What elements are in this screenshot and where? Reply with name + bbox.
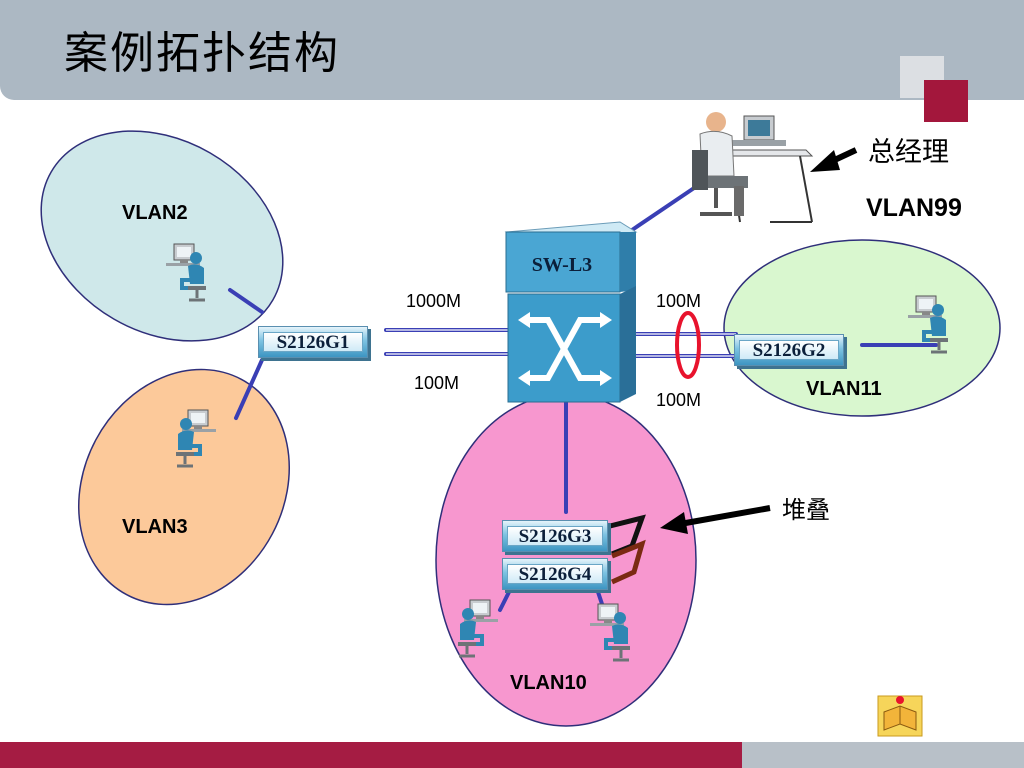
switch-s2126g1: S2126G1 bbox=[258, 326, 368, 358]
page-title: 案例拓扑结构 bbox=[64, 28, 340, 79]
switch-label: S2126G2 bbox=[752, 340, 826, 361]
link-speed-g2-bottom: 100M bbox=[656, 390, 702, 410]
switch-face bbox=[507, 564, 603, 584]
link-speed-g2-top: 100M bbox=[656, 291, 702, 311]
switch-label: S2126G1 bbox=[276, 332, 350, 353]
title-bar bbox=[0, 0, 1024, 100]
switch-s2126g3: S2126G3 bbox=[502, 520, 608, 552]
stack-arrow bbox=[660, 505, 771, 534]
vlan3-label: VLAN3 bbox=[122, 516, 188, 538]
manager-label: 总经理 bbox=[868, 137, 949, 168]
stack-cable-brown bbox=[610, 539, 646, 585]
book-logo-icon bbox=[877, 695, 923, 737]
stack-label: 堆叠 bbox=[782, 496, 830, 524]
core-switch bbox=[504, 221, 638, 403]
switch-face bbox=[739, 340, 839, 360]
manager-arrow bbox=[810, 147, 858, 172]
vlan10-label: VLAN10 bbox=[510, 672, 587, 694]
switch-s2126g4: S2126G4 bbox=[502, 558, 608, 590]
footer-bar-grey bbox=[742, 742, 1024, 768]
core-switch-label: SW-L3 bbox=[531, 254, 593, 276]
decorative-square-red bbox=[924, 80, 968, 122]
switch-face bbox=[263, 332, 363, 352]
footer-bar-red bbox=[0, 742, 742, 768]
link-speed-g1-bottom: 100M bbox=[414, 373, 460, 393]
manager-workstation-icon bbox=[692, 112, 814, 223]
switch-label: S2126G4 bbox=[518, 564, 592, 585]
vlan99-label: VLAN99 bbox=[866, 194, 962, 222]
vlan3-area bbox=[78, 368, 290, 606]
switch-label: S2126G3 bbox=[518, 526, 592, 547]
vlan11-label: VLAN11 bbox=[806, 378, 882, 400]
switch-s2126g2: S2126G2 bbox=[734, 334, 844, 366]
switch-face bbox=[507, 526, 603, 546]
vlan11-area bbox=[723, 239, 1001, 417]
vlan2-label: VLAN2 bbox=[122, 202, 188, 224]
vlan2-area bbox=[40, 130, 284, 342]
link-aggregation-ring bbox=[675, 311, 701, 379]
link-speed-g1-top: 1000M bbox=[406, 291, 462, 311]
